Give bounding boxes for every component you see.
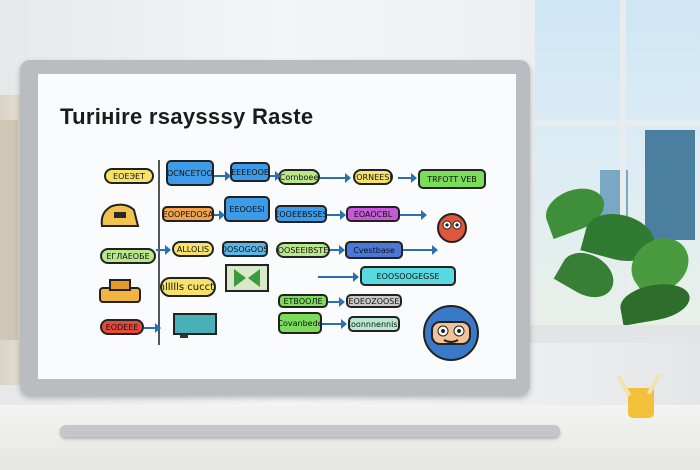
connector-arrow [318, 272, 359, 282]
diagram-node-text [226, 320, 276, 332]
diagram-node: Conllllls cucctute [160, 277, 216, 297]
cartoon-head-icon [100, 203, 140, 227]
city-building [645, 130, 695, 240]
diagram-node: ЕОЕЭЕТ [104, 168, 154, 184]
connector-arrow [327, 210, 346, 220]
diagram-node: ЕГЛАЕОБЕ [100, 248, 156, 264]
diagram-node: Covanbede [278, 312, 322, 334]
diagram-node: ALLOLIS [172, 241, 214, 257]
connector-arrow [400, 210, 427, 220]
connector-arrow [322, 319, 347, 329]
crab-character-icon [437, 213, 467, 243]
diagram-node: EOCNCETOOS [166, 160, 214, 186]
connector-arrow [320, 173, 351, 183]
diagram-node: LOOSOGOOSE [222, 241, 268, 257]
gate-icon [225, 264, 269, 292]
window-mullion [620, 0, 626, 330]
diagram-node: EOEOZOOSE [346, 294, 402, 308]
connector-arrow [328, 297, 345, 307]
diagram-axis [158, 160, 160, 345]
diagram-node: Cvestbase [345, 241, 403, 259]
monitor-stand [60, 425, 560, 437]
connector-arrow [144, 323, 161, 333]
connector-arrow [214, 171, 231, 181]
diagram-node: FORNEESE [353, 169, 393, 185]
shelf-shadow [0, 120, 18, 340]
connector-arrow [214, 210, 225, 220]
window-mullion-horizontal [535, 120, 700, 126]
connector-arrow [330, 245, 345, 255]
diagram-node: EOAOCBL [346, 206, 400, 222]
diagram-node: EOOPEDOSA [162, 206, 214, 222]
connector-arrow [156, 245, 171, 255]
connector-arrow [270, 171, 281, 181]
device-icon [173, 313, 217, 338]
diagram-node: Coonnnennisd [348, 316, 400, 332]
window-sill [520, 325, 700, 343]
cartoon-bench-icon [99, 279, 141, 303]
desk [0, 405, 700, 470]
connector-arrow [403, 245, 438, 255]
diagram-node: ЕТВООЛЕ [278, 294, 328, 308]
diagram-node: TRFOTT VEB [418, 169, 486, 189]
diagram-title: Turiнire rsaysssy Raste [60, 104, 314, 129]
diagram-node: EOOSEEIBSTEE [276, 242, 330, 258]
character-face-icon [423, 305, 479, 361]
diagram-node: Cornboee [278, 169, 320, 185]
diagram-node: EOOEEBSSES [275, 205, 327, 223]
diagram-node: EODEEE [100, 319, 144, 335]
diagram-node: EOOSOOGEGSE [360, 266, 456, 286]
diagram-node: ЕЕЕЕООЕ [230, 162, 270, 182]
diagram-node: EEOOESI [224, 196, 270, 222]
connector-arrow [398, 173, 417, 183]
